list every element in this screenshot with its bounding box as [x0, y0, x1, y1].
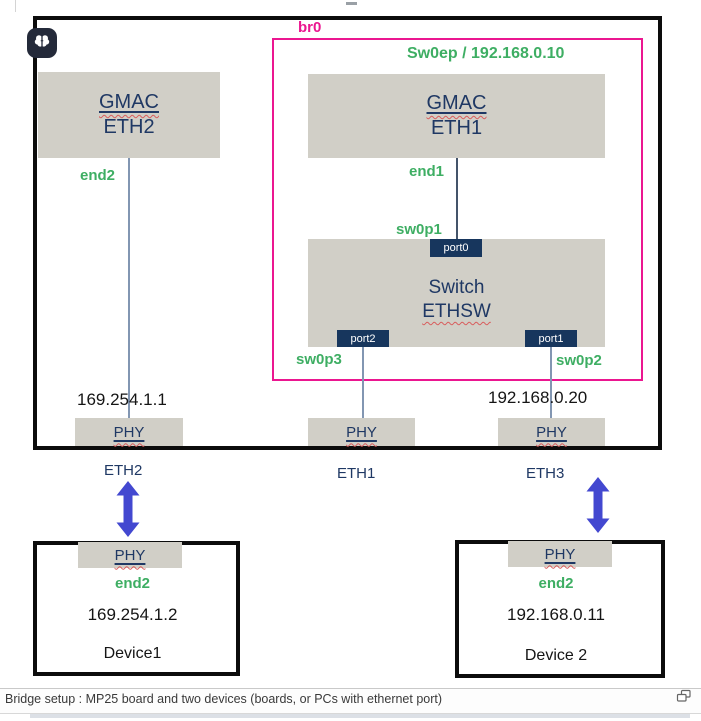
phy-eth3-block: PHY	[498, 418, 605, 446]
brain-overlay-button[interactable]	[27, 28, 57, 58]
eth3-connection-arrow	[583, 476, 613, 539]
ext-eth2-label: ETH2	[104, 462, 143, 479]
device1-ip: 169.254.1.2	[87, 605, 178, 624]
selection-handle	[346, 2, 357, 5]
ext-eth1-label: ETH1	[337, 465, 376, 482]
board-ip-eth3: 192.168.0.20	[488, 388, 588, 407]
phy-eth1-label: PHY	[346, 423, 377, 441]
link-end1-line	[456, 158, 458, 241]
link-sw0p3-line	[362, 347, 364, 420]
gmac-eth1-block: GMAC ETH1	[308, 74, 605, 158]
ext-eth3-label: ETH3	[526, 465, 565, 482]
eth2-connection-arrow	[113, 480, 143, 543]
netif-sw0p3-label: sw0p3	[296, 351, 342, 368]
phy-eth2-block: PHY	[75, 418, 183, 446]
board-ip-eth2: 169.254.1.1	[77, 390, 167, 409]
bridge-br0-box	[272, 38, 643, 381]
netif-end1-label: end1	[409, 163, 445, 180]
switch-port2-badge: port2	[337, 330, 389, 347]
netif-sw0p2-label: sw0p2	[556, 352, 602, 369]
bridge-name-label: br0	[298, 19, 322, 36]
device2-phy-label: PHY	[544, 545, 576, 563]
expand-figure-button[interactable]	[676, 689, 692, 703]
mp25-board-box	[33, 16, 662, 450]
device2-phy-block: PHY	[508, 541, 612, 567]
switch-port1-badge: port1	[525, 330, 577, 347]
device1-phy-block: PHY	[78, 542, 182, 568]
switch-subtitle: ETHSW	[422, 301, 491, 322]
device2-netif-label: end2	[538, 575, 574, 592]
gmac-eth1-subtitle: ETH1	[430, 117, 483, 139]
phy-eth2-label: PHY	[113, 423, 145, 441]
link-sw0p2-line	[550, 347, 552, 420]
bridge-endpoint-label: Sw0ep / 192.168.0.10	[407, 45, 565, 62]
device2-ip: 192.168.0.11	[507, 605, 605, 624]
figure-caption: Bridge setup : MP25 board and two device…	[5, 692, 443, 706]
bottom-panel-edge	[30, 714, 690, 718]
switch-title: Switch	[428, 277, 485, 299]
device2-name: Device 2	[524, 647, 588, 664]
brain-icon	[34, 34, 50, 53]
device1-netif-label: end2	[114, 575, 150, 592]
device1-phy-label: PHY	[114, 546, 146, 564]
device1-name: Device1	[103, 645, 162, 662]
gmac-eth2-subtitle: ETH2	[103, 116, 155, 138]
gmac-eth2-block: GMAC ETH2	[38, 72, 220, 158]
expand-icon	[676, 689, 692, 707]
gmac-eth1-title: GMAC	[426, 92, 487, 114]
phy-eth3-label: PHY	[536, 423, 567, 441]
gmac-eth2-title: GMAC	[99, 91, 159, 113]
netif-sw0p1-label: sw0p1	[396, 221, 442, 238]
page-edge-tick	[15, 0, 16, 12]
netif-end2-label: end2	[80, 167, 116, 184]
switch-ethsw-block: Switch ETHSW	[308, 239, 605, 347]
link-end2-line	[128, 158, 130, 420]
caption-row	[0, 688, 701, 714]
phy-eth1-block: PHY	[308, 418, 415, 446]
switch-port0-badge: port0	[430, 239, 482, 257]
